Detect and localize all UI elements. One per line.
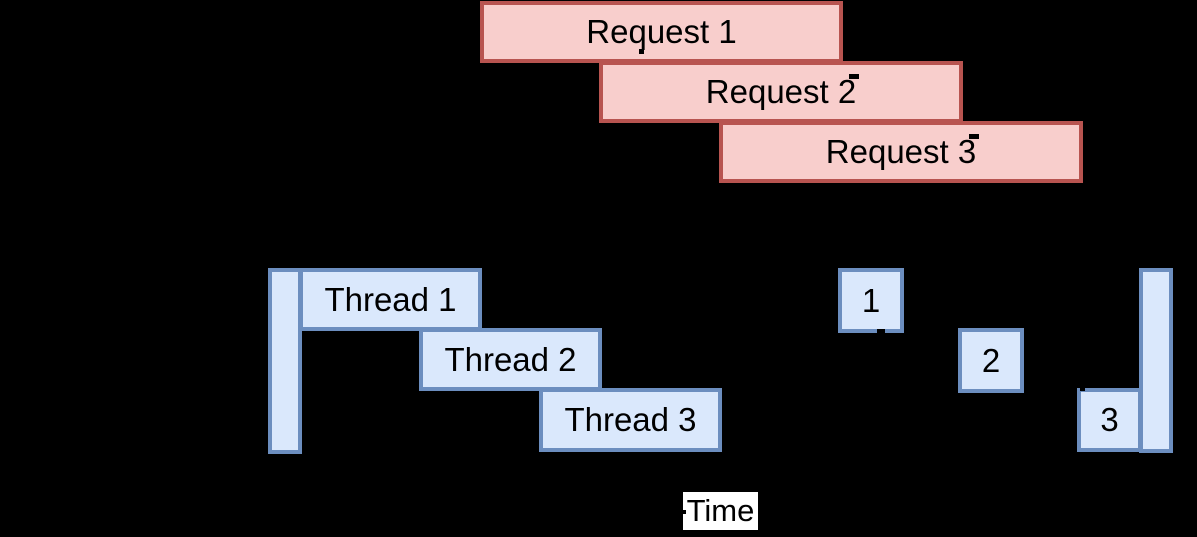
end-line-bar	[1139, 268, 1173, 453]
time-axis-label: Time	[686, 493, 755, 528]
response-2-box: 2	[958, 328, 1024, 393]
arrow-fragment-response-1	[877, 329, 885, 334]
request-1-label: Request 1	[586, 13, 737, 50]
arrow-fragment-request-2	[849, 74, 859, 79]
response-3-box: 3	[1077, 388, 1142, 452]
thread-2-box: Thread 2	[419, 328, 602, 391]
thread-3-box: Thread 3	[539, 388, 722, 452]
thread-1-box: Thread 1	[299, 268, 482, 331]
arrow-fragment-request-1	[639, 49, 644, 54]
start-line-bar	[268, 268, 302, 454]
response-2-label: 2	[981, 341, 1001, 379]
request-3-box: Request 3	[719, 121, 1083, 183]
response-3-label: 3	[1100, 401, 1119, 438]
response-1-label: 1	[861, 281, 881, 319]
request-2-box: Request 2	[599, 61, 963, 123]
request-2-label: Request 2	[705, 73, 857, 110]
thread-3-label: Thread 3	[564, 401, 697, 438]
arrow-fragment-request-3	[969, 134, 979, 139]
request-3-label: Request 3	[825, 133, 977, 170]
response-1-box: 1	[838, 268, 904, 333]
thread-2-label: Thread 2	[444, 340, 577, 378]
arrow-fragment-response-3	[1080, 381, 1085, 391]
request-1-box: Request 1	[480, 1, 843, 63]
thread-1-label: Thread 1	[324, 280, 457, 318]
time-arrow-fragment	[676, 510, 686, 514]
time-axis-label-box: Time	[683, 492, 758, 530]
